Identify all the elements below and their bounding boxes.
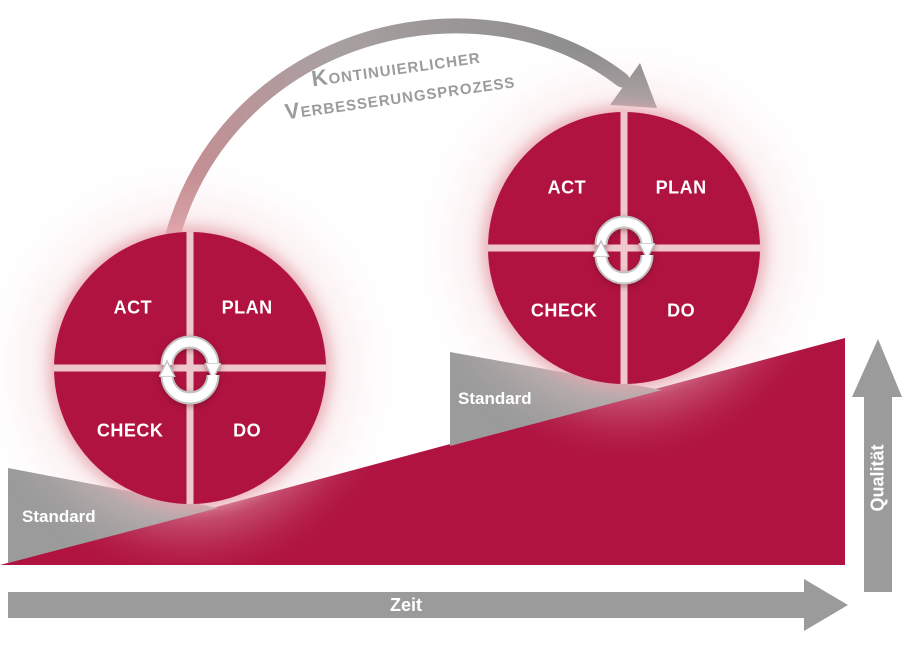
standard-label-left: Standard bbox=[22, 507, 96, 526]
quadrant-label-plan: PLAN bbox=[221, 297, 273, 318]
quadrant-label-act: ACT bbox=[113, 297, 153, 318]
quadrant-label-do: DO bbox=[233, 420, 262, 441]
standard-label-right: Standard bbox=[458, 389, 532, 408]
cycle-arrows-icon bbox=[574, 215, 674, 285]
pdca-cycle-left: ACT PLAN CHECK DO bbox=[54, 232, 326, 504]
quadrant-label-plan: PLAN bbox=[655, 177, 707, 198]
quality-axis-label: Qualität bbox=[867, 444, 888, 512]
standard-wedge-right bbox=[450, 352, 662, 446]
time-axis-label: Zeit bbox=[389, 595, 422, 615]
standard-wedge-left bbox=[8, 468, 218, 563]
divider-vertical bbox=[186, 232, 194, 504]
time-axis-arrow bbox=[8, 579, 848, 631]
quality-axis-arrow bbox=[852, 339, 902, 592]
quadrant-label-do: DO bbox=[667, 300, 696, 321]
quadrant-label-check: CHECK bbox=[530, 300, 598, 321]
improvement-arrow-head bbox=[610, 63, 657, 108]
cycle-arrows-icon bbox=[140, 335, 240, 405]
quadrant-label-check: CHECK bbox=[96, 420, 164, 441]
improvement-arrow-curve bbox=[164, 18, 630, 246]
quadrant-label-act: ACT bbox=[547, 177, 587, 198]
pdca-cycle-right: ACT PLAN CHECK DO bbox=[488, 112, 760, 384]
divider-vertical bbox=[620, 112, 628, 384]
